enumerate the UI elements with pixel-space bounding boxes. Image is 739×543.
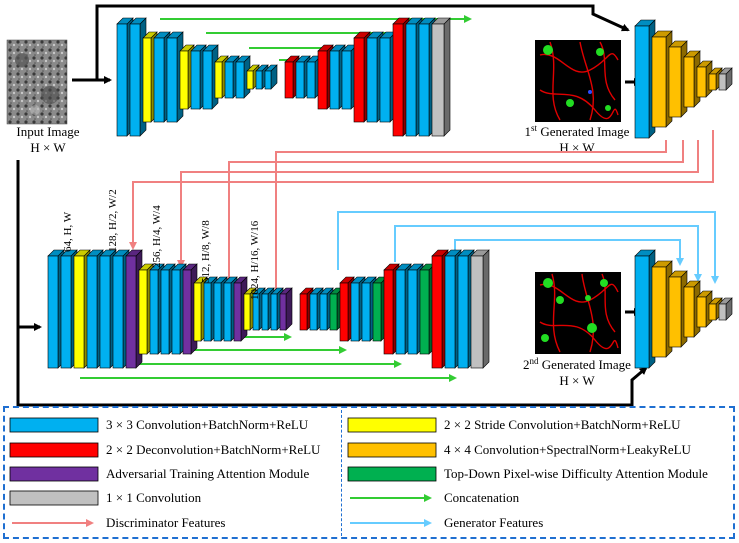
main-flow-arrows — [16, 4, 648, 407]
legend-label-conv: 3 × 3 Convolution+BatchNorm+ReLU — [106, 417, 309, 432]
generated-image-2-dims: H × W — [559, 373, 595, 388]
legend-label-disc-feat: Discriminator Features — [106, 515, 226, 530]
stage-label-2: 256, H/4, W/4 — [151, 205, 163, 268]
input-image-label: Input Image — [16, 124, 79, 139]
generator-feature-arrows — [337, 211, 719, 284]
disc2-layer-conv1x1-6 — [718, 297, 733, 321]
bottom-gen-layer-attn_adv-21 — [279, 287, 293, 331]
legend-swatch-stride — [347, 417, 437, 433]
stage-label-3: 512, H/8, W/8 — [200, 220, 212, 283]
legend-label-diff-attn: Top-Down Pixel-wise Difficulty Attention… — [444, 466, 708, 481]
legend-swatch-adv-attn — [9, 466, 99, 482]
legend-divider — [341, 410, 342, 536]
legend-icons — [9, 417, 437, 527]
stage-label-4: 1024, H/16, W/16 — [249, 220, 261, 300]
legend-swatch-conv — [9, 417, 99, 433]
input-image-dims: H × W — [30, 140, 66, 155]
generated-image-1-label: 1st Generated Image — [525, 123, 630, 139]
legend-label-deconv: 2 × 2 Deconvolution+BatchNorm+ReLU — [106, 442, 321, 457]
generated-image-2 — [535, 272, 621, 354]
top-gen-layer-conv-13 — [264, 64, 278, 90]
legend-label-gen-feat: Generator Features — [444, 515, 544, 530]
legend-swatch-deconv — [9, 442, 99, 458]
discriminator-feature-arrows — [129, 130, 714, 304]
top-gen-layer-conv1x1-26 — [431, 17, 451, 137]
network-blocks — [47, 17, 733, 369]
bottom-gen-layer-conv1x1-37 — [470, 249, 490, 369]
legend-swatch-1x1 — [9, 490, 99, 506]
generated-image-1 — [535, 40, 621, 122]
legend-swatch-diff-attn — [347, 466, 437, 482]
legend-label-disc-conv: 4 × 4 Convolution+SpectralNorm+LeakyReLU — [444, 442, 691, 457]
legend-label-adv-attn: Adversarial Training Attention Module — [106, 466, 310, 481]
legend-label-1x1: 1 × 1 Convolution — [106, 490, 202, 505]
generated-image-2-label: 2nd Generated Image — [523, 356, 631, 372]
bottom-concat-arrows — [80, 333, 457, 382]
legend-swatch-disc-conv — [347, 442, 437, 458]
stage-label-1: 128, H/2, W/2 — [107, 189, 119, 252]
input-image — [6, 39, 68, 125]
disc1-layer-conv1x1-6 — [718, 67, 733, 91]
legend-box — [3, 406, 735, 539]
stage-label-0: 64, H, W — [62, 211, 74, 252]
legend-label-concat: Concatenation — [444, 490, 520, 505]
legend-label-stride: 2 × 2 Stride Convolution+BatchNorm+ReLU — [444, 417, 681, 432]
